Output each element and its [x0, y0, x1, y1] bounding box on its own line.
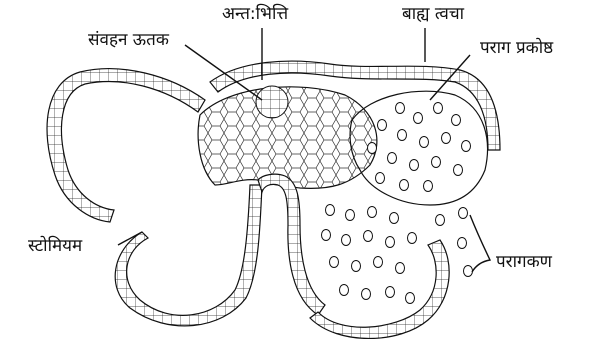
leader-pollen-grains — [470, 215, 490, 272]
label-epidermis: बाह्य त्वचा — [402, 6, 464, 23]
label-pollen-grains: परागकण — [496, 254, 552, 271]
right-lower-chamber-wall — [310, 240, 449, 339]
middle-loop-wall — [258, 174, 325, 315]
left-lobe-wall — [47, 69, 205, 222]
pollen-grains-upper — [368, 103, 471, 192]
label-connective-tissue: संवहन ऊतक — [88, 32, 169, 49]
label-stomium: स्टोमियम — [28, 238, 82, 255]
left-lower-wall — [115, 185, 262, 326]
vascular-bundle — [256, 86, 288, 118]
label-endothecium: अन्त:भित्ति — [222, 6, 288, 23]
label-pollen-chamber: पराग प्रकोष्ठ — [480, 40, 553, 57]
pollen-grains-lower — [322, 205, 417, 304]
